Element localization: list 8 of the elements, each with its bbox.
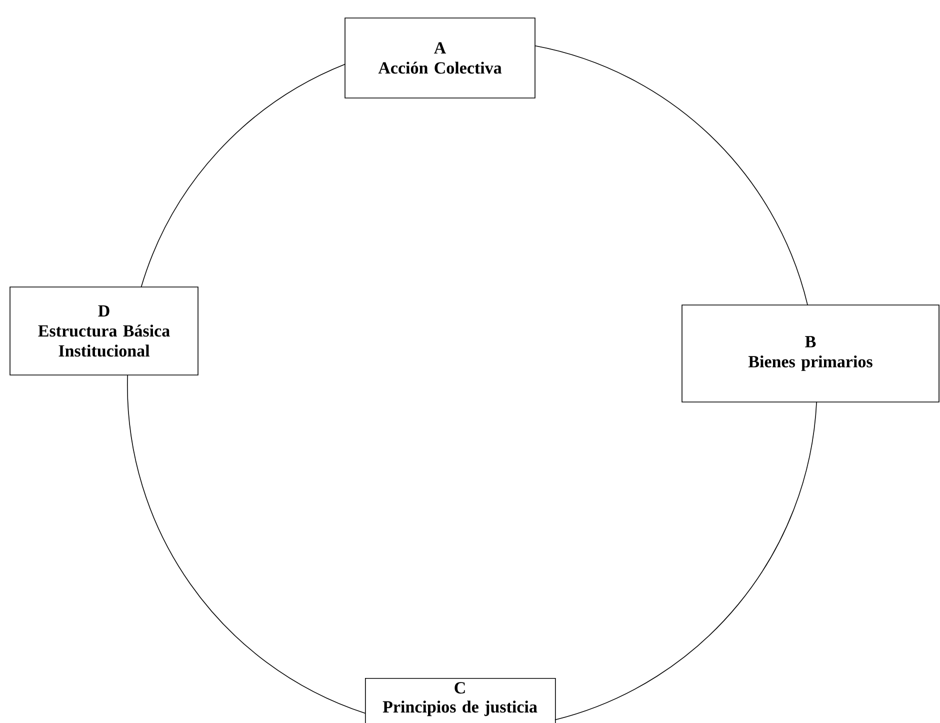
text-box: A Acción Colectiva bbox=[344, 18, 536, 98]
arc-connector bbox=[554, 401, 817, 720]
text-box: C Principios de justicia bbox=[365, 678, 556, 723]
text-box: D Estructura Básica Institucional bbox=[10, 286, 198, 376]
arc-connector bbox=[127, 374, 366, 714]
arc-connector bbox=[140, 64, 346, 288]
text-box: B Bienes primarios bbox=[682, 304, 940, 402]
arc-connector bbox=[534, 45, 808, 306]
